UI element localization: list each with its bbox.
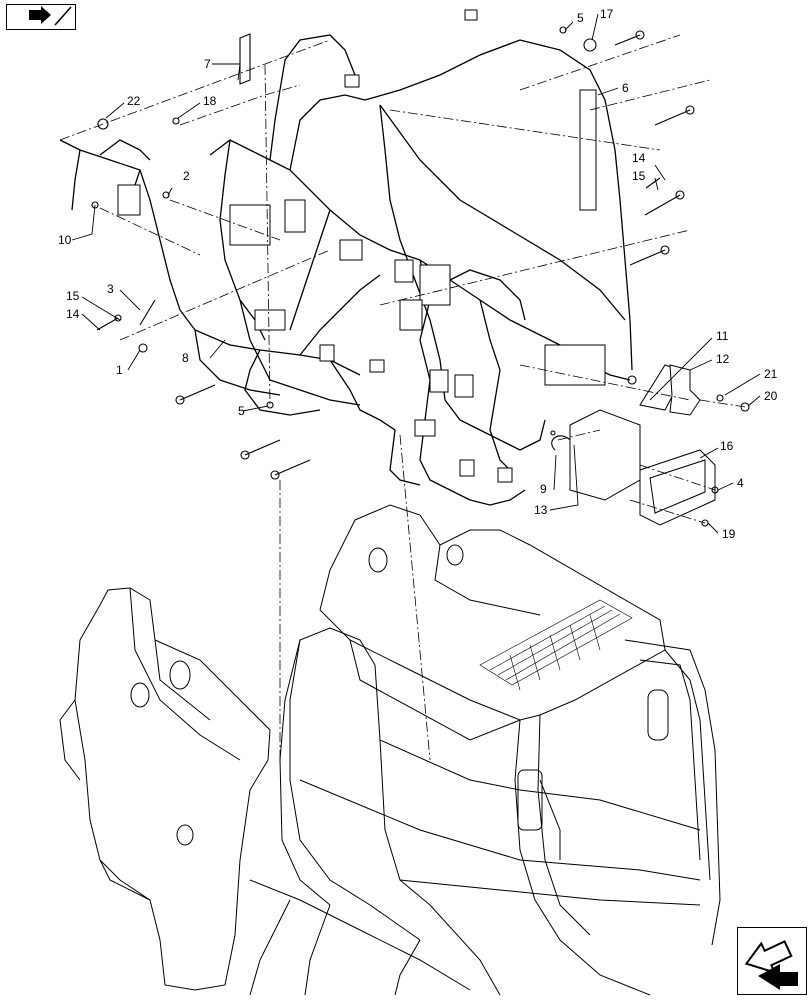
callout-11: 11 bbox=[716, 329, 729, 343]
callout-3: 3 bbox=[107, 282, 114, 296]
wiring-harness bbox=[59, 34, 633, 506]
nav-arrow-bottom-button[interactable] bbox=[737, 927, 807, 995]
callout-15-right: 15 bbox=[632, 169, 646, 183]
callout-10: 10 bbox=[58, 233, 72, 247]
hood-grille bbox=[479, 599, 633, 691]
callout-5-bottom: 5 bbox=[238, 404, 245, 418]
nav-arrow-top-button[interactable] bbox=[6, 4, 76, 30]
callout-18: 18 bbox=[203, 94, 217, 108]
callout-19: 19 bbox=[722, 527, 736, 541]
callout-22: 22 bbox=[127, 94, 141, 108]
reference-lines bbox=[59, 34, 746, 761]
callout-1: 1 bbox=[116, 363, 123, 377]
callout-14-right: 14 bbox=[632, 151, 646, 165]
callout-21: 21 bbox=[764, 367, 778, 381]
callout-12: 12 bbox=[716, 352, 730, 366]
callout-17: 17 bbox=[600, 7, 614, 21]
callout-2: 2 bbox=[183, 169, 190, 183]
callout-20: 20 bbox=[764, 389, 778, 403]
callout-5-top: 5 bbox=[577, 11, 584, 25]
callout-14-left: 14 bbox=[66, 307, 80, 321]
callout-labels: 1 2 3 4 5 5 6 7 8 9 10 11 12 13 14 14 15… bbox=[58, 7, 778, 541]
callout-15-left: 15 bbox=[66, 289, 80, 303]
harness-connectors bbox=[117, 9, 606, 483]
arrow-right-icon bbox=[29, 6, 72, 26]
callout-16: 16 bbox=[720, 439, 734, 453]
callout-8: 8 bbox=[182, 351, 189, 365]
leader-lines bbox=[71, 13, 761, 534]
callout-13: 13 bbox=[534, 503, 548, 517]
fasteners bbox=[91, 26, 750, 527]
arrow-next-icon bbox=[744, 940, 798, 990]
callout-7: 7 bbox=[204, 57, 211, 71]
callout-6: 6 bbox=[622, 81, 629, 95]
loader-frame bbox=[59, 504, 721, 996]
callout-9: 9 bbox=[540, 482, 547, 496]
mount-parts bbox=[569, 364, 716, 526]
callout-4: 4 bbox=[737, 476, 744, 490]
